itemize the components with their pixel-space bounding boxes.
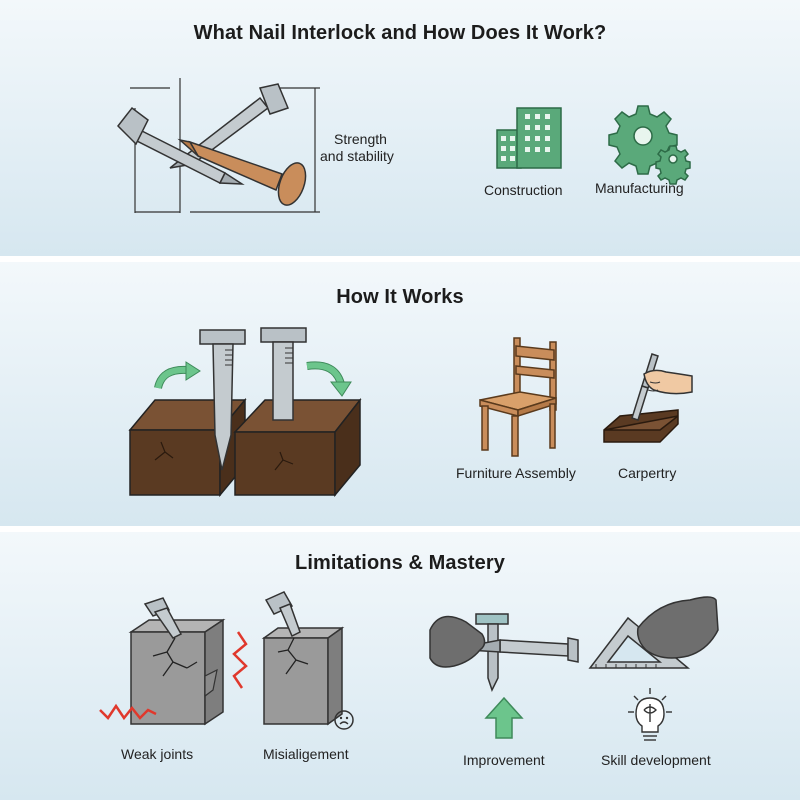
hand-nail-icon — [429, 613, 579, 692]
app-carpentry: Carpertry — [618, 465, 677, 481]
how-title: How It Works — [336, 286, 464, 308]
building-icon — [496, 107, 562, 169]
mastery-improvement: Improvement — [463, 752, 545, 768]
gear-icon — [608, 105, 691, 185]
limit-weak-joints: Weak joints — [121, 746, 194, 762]
app-construction: Construction — [484, 182, 563, 198]
intro-title: What Nail Interlock and How Does It Work… — [193, 22, 607, 44]
app-manufacturing: Manufacturing — [595, 180, 684, 196]
limitations-title: Limitations & Mastery — [295, 552, 505, 574]
set-square-icon — [588, 596, 719, 669]
nail-cross-icon — [117, 78, 320, 213]
intro-section: What Nail Interlock and How Does It Work… — [0, 0, 800, 256]
mastery-skill-development: Skill development — [601, 752, 711, 768]
strength-label-1: Strength — [334, 131, 387, 147]
up-arrow-icon — [484, 696, 524, 739]
cracked-block-icon — [128, 597, 226, 726]
warning-zigzag-vertical-icon — [232, 631, 248, 689]
wood-blocks-illustration — [128, 327, 362, 498]
misaligned-block-icon — [261, 591, 345, 726]
sad-face-icon — [334, 710, 354, 730]
chair-icon — [479, 337, 557, 457]
chisel-icon — [603, 353, 693, 443]
limit-misalignment: Misialigement — [263, 746, 349, 762]
warning-zigzag-icon — [99, 703, 157, 721]
rotate-right-arrow-icon — [306, 361, 352, 397]
limitations-section: Limitations & Mastery Weak joints — [0, 532, 800, 800]
brain-bulb-icon — [628, 688, 672, 741]
strength-label-2: and stability — [320, 148, 394, 164]
app-furniture-assembly: Furniture Assembly — [456, 465, 576, 481]
how-section: How It Works — [0, 262, 800, 526]
rotate-left-arrow-icon — [154, 361, 201, 390]
